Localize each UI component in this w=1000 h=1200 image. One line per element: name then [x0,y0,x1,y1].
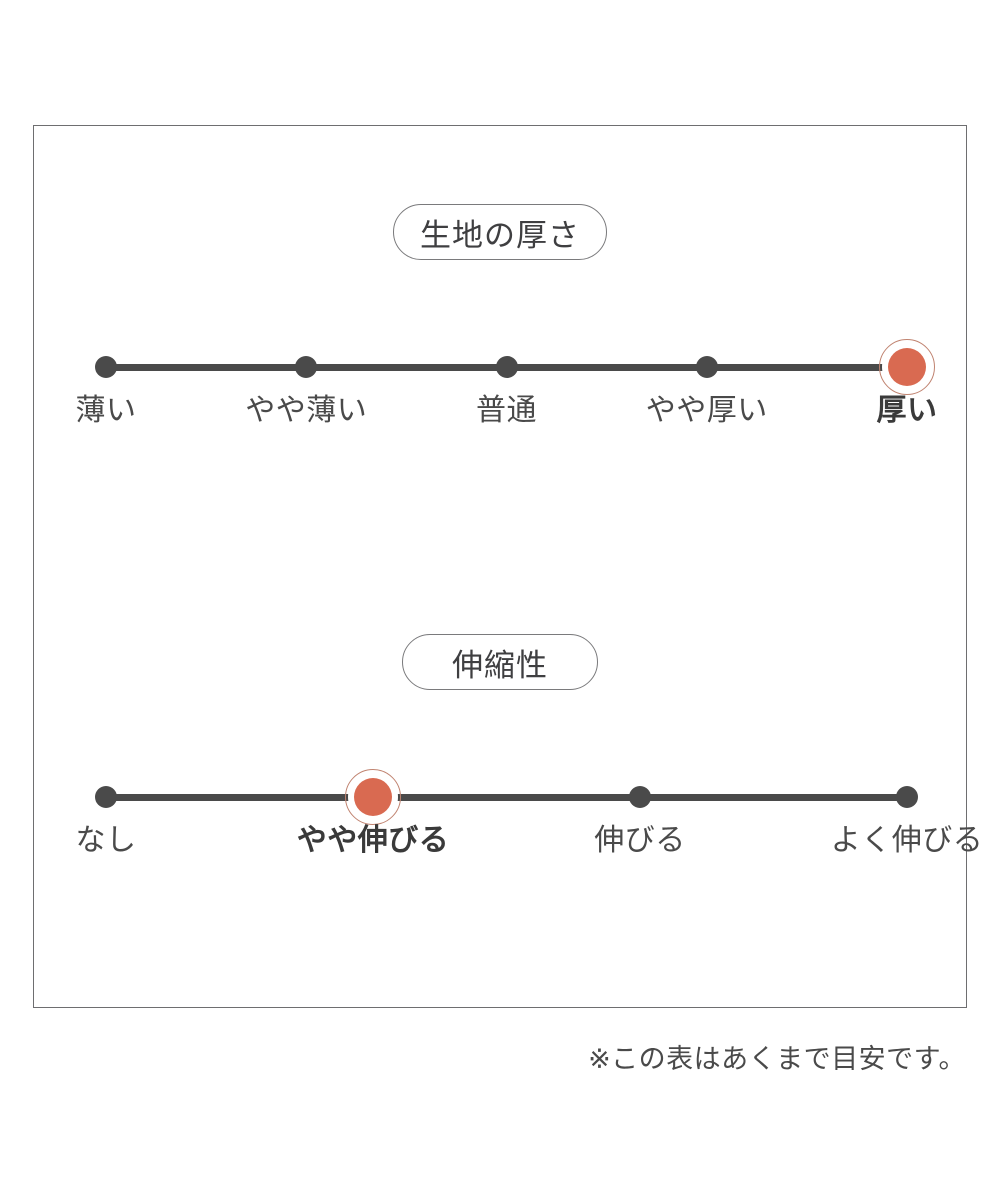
section-title-fabric-thickness: 生地の厚さ [393,204,607,260]
spec-card: 生地の厚さ 薄い やや薄い 普通 やや厚い 厚い 伸縮性 なし やや伸びる 伸びる よく伸びる [33,125,983,1008]
scale-dot-icon [295,356,318,378]
scale-dot-icon [896,786,918,808]
section-fabric-thickness: 生地の厚さ 薄い やや薄い 普通 やや厚い 厚い [34,201,966,449]
scale-label: やや伸びる [296,824,450,857]
section-title-wrap-thickness: 生地の厚さ [34,201,966,263]
section-title-stretch: 伸縮性 [402,634,598,690]
scale-dot-icon [695,356,718,378]
scale-dot-selected-icon [354,778,392,816]
scale-stretch: なし やや伸びる 伸びる よく伸びる [34,749,983,879]
scale-track [106,794,907,801]
section-stretch: 伸縮性 なし やや伸びる 伸びる よく伸びる [34,631,983,879]
scale-label: 厚い [876,394,938,427]
scale-dot-icon [495,356,518,378]
scale-label: 伸びる [594,824,686,857]
scale-dot-icon [629,786,651,808]
section-title-wrap-stretch: 伸縮性 [34,631,966,693]
footnote-disclaimer: ※この表はあくまで目安です。 [588,1044,966,1074]
scale-label: やや厚い [645,394,768,427]
scale-label: なし [75,824,137,857]
scale-dot-icon [95,786,117,808]
selection-ring [345,769,401,825]
scale-label: 普通 [476,394,537,427]
scale-fabric-thickness: 薄い やや薄い 普通 やや厚い 厚い [34,319,966,449]
scale-label: 薄い [75,394,137,427]
scale-label: やや薄い [245,394,368,427]
selection-ring [879,339,935,395]
scale-dot-selected-icon [888,348,926,386]
scale-dot-icon [95,356,117,378]
scale-label: よく伸びる [830,824,984,857]
